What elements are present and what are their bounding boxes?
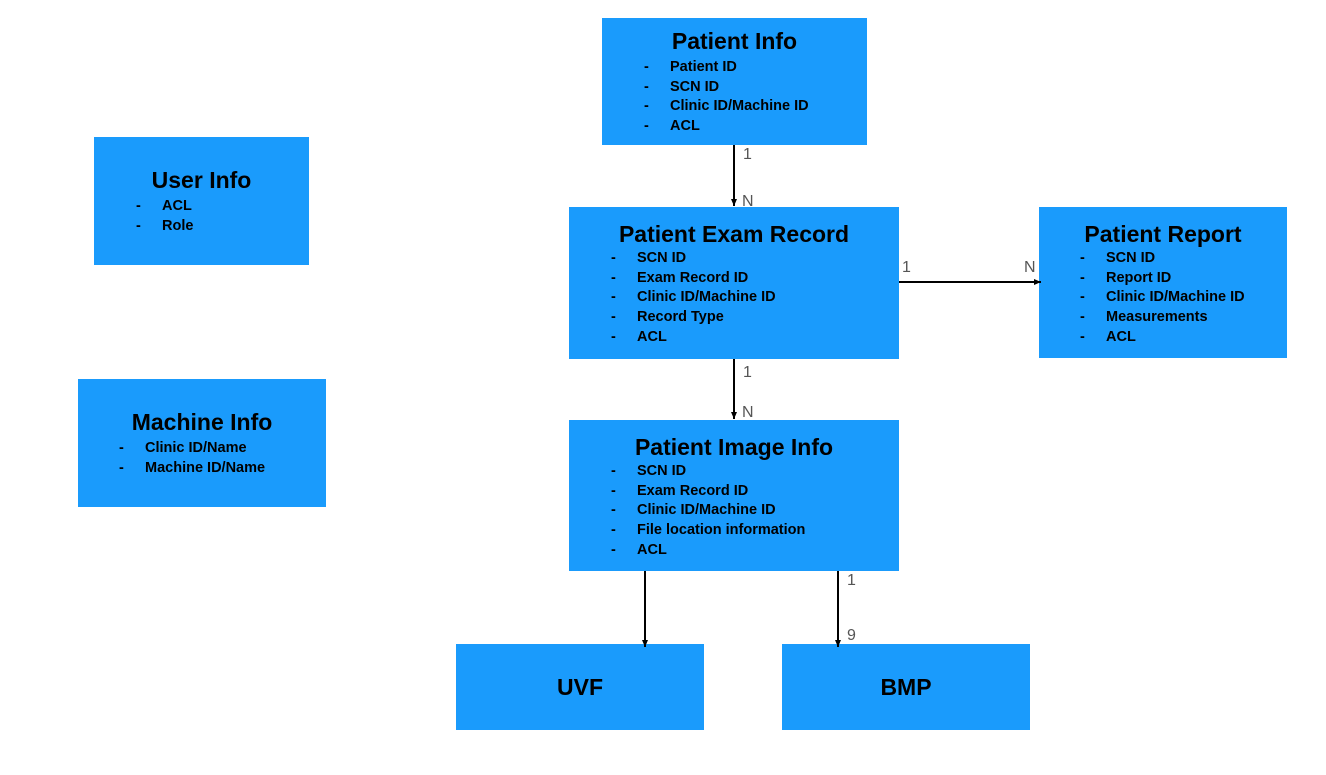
field-item: Clinic ID/Machine ID [1080,288,1245,308]
entity-uvf[interactable]: UVF [456,644,704,730]
field-item: Patient ID [644,58,809,78]
entity-title: Patient Image Info [634,434,834,460]
field-item: Exam Record ID [611,482,805,502]
field-item: SCN ID [644,78,809,98]
field-item: ACL [611,541,805,561]
field-item: SCN ID [611,249,776,269]
field-item: Exam Record ID [611,269,776,289]
cardinality-label: 1 [847,572,856,589]
entity-patient-image-info[interactable]: Patient Image Info SCN ID Exam Record ID… [569,420,899,571]
field-item: Clinic ID/Machine ID [611,501,805,521]
field-item: Record Type [611,308,776,328]
field-list: Clinic ID/Name Machine ID/Name [119,439,265,478]
field-item: ACL [644,117,809,137]
entity-user-info[interactable]: User Info ACL Role [94,137,309,265]
field-item: ACL [1080,328,1245,348]
field-list: SCN ID Exam Record ID Clinic ID/Machine … [611,462,805,560]
cardinality-label: 1 [743,146,752,163]
cardinality-label: 9 [847,627,856,644]
entity-title: Machine Info [131,409,273,435]
field-item: Measurements [1080,308,1245,328]
entity-title: Patient Report [1084,221,1242,247]
field-item: Clinic ID/Name [119,439,265,459]
cardinality-label: 1 [743,364,752,381]
field-item: File location information [611,521,805,541]
entity-patient-report[interactable]: Patient Report SCN ID Report ID Clinic I… [1039,207,1287,358]
field-list: ACL Role [136,197,193,236]
entity-machine-info[interactable]: Machine Info Clinic ID/Name Machine ID/N… [78,379,326,507]
entity-patient-info[interactable]: Patient Info Patient ID SCN ID Clinic ID… [602,18,867,145]
field-list: Patient ID SCN ID Clinic ID/Machine ID A… [644,58,809,137]
cardinality-label: N [1024,259,1036,276]
cardinality-label: N [742,404,754,421]
field-list: SCN ID Report ID Clinic ID/Machine ID Me… [1080,249,1245,347]
field-item: ACL [136,197,193,217]
field-item: Report ID [1080,269,1245,289]
entity-title: Patient Exam Record [618,221,850,247]
field-item: SCN ID [1080,249,1245,269]
field-item: Machine ID/Name [119,459,265,479]
entity-bmp[interactable]: BMP [782,644,1030,730]
entity-title: Patient Info [671,28,798,54]
field-item: Role [136,217,193,237]
field-list: SCN ID Exam Record ID Clinic ID/Machine … [611,249,776,347]
entity-patient-exam-record[interactable]: Patient Exam Record SCN ID Exam Record I… [569,207,899,359]
field-item: Clinic ID/Machine ID [611,288,776,308]
entity-title: UVF [557,673,603,700]
field-item: ACL [611,328,776,348]
cardinality-label: 1 [902,259,911,276]
cardinality-label: N [742,193,754,210]
field-item: SCN ID [611,462,805,482]
entity-title: User Info [151,167,252,193]
field-item: Clinic ID/Machine ID [644,97,809,117]
entity-title: BMP [880,673,932,700]
